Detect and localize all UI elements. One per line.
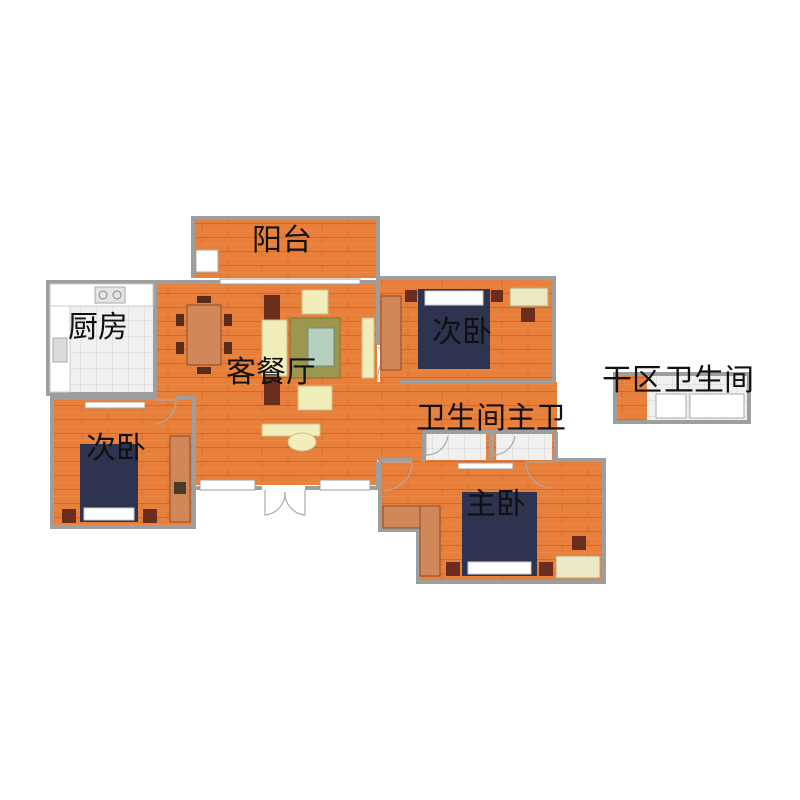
- room-label-bedroom-w: 次卧: [86, 431, 146, 466]
- wardrobe: [380, 295, 402, 371]
- bathtub: [689, 393, 745, 419]
- dining-chair: [176, 314, 184, 326]
- washing-machine: [195, 249, 219, 273]
- chair: [521, 308, 535, 322]
- windows: [84, 278, 514, 491]
- door-swing: [525, 461, 553, 489]
- burner: [112, 290, 122, 300]
- pillow: [467, 561, 532, 575]
- room-label-master-bath: 主卫: [506, 401, 566, 436]
- room-label-bathroom: 卫生间: [416, 401, 506, 436]
- stool: [287, 432, 317, 452]
- armchair: [301, 289, 329, 315]
- coffee-table: [307, 327, 335, 367]
- room-label-toilet: 卫生间: [664, 363, 754, 398]
- wardrobe: [419, 505, 441, 577]
- door-swing: [382, 461, 413, 491]
- room-label-dry-area: 干区: [602, 363, 662, 398]
- nightstand: [446, 562, 460, 576]
- bathroom-floor: [424, 432, 486, 462]
- plant: [174, 482, 186, 494]
- basin: [655, 393, 687, 419]
- window: [457, 462, 514, 470]
- nightstand: [539, 562, 553, 576]
- balcony-wall: [191, 216, 380, 278]
- burner: [98, 290, 108, 300]
- sofa: [261, 319, 288, 377]
- nightstand: [62, 509, 76, 523]
- desk: [382, 505, 421, 529]
- room-label-master-bedroom: 主卧: [466, 487, 526, 522]
- dry-area-floor: [615, 375, 647, 420]
- pillow: [424, 290, 484, 306]
- door-swing: [492, 434, 516, 456]
- dining-chair: [197, 296, 211, 303]
- master-bedroom-wall: [378, 458, 606, 584]
- window: [219, 278, 361, 285]
- bedroom-ne-wall: [378, 276, 556, 382]
- kitchen-wall: [46, 280, 155, 396]
- balcony-floor: [193, 220, 378, 278]
- master-bath-floor: [496, 432, 552, 462]
- room-label-balcony: 阳台: [252, 223, 312, 258]
- console: [261, 423, 321, 437]
- desk: [509, 287, 549, 307]
- room-label-kitchen: 厨房: [68, 310, 128, 345]
- door-swing: [425, 434, 449, 456]
- nightstand: [491, 290, 503, 302]
- dining-chair: [197, 367, 211, 374]
- window: [84, 401, 146, 409]
- armchair: [297, 385, 333, 411]
- pillow: [83, 507, 135, 521]
- window: [319, 479, 371, 491]
- room-label-living-dining: 客餐厅: [226, 355, 316, 390]
- bedroom-w-furniture: [62, 435, 191, 523]
- dining-chair: [176, 342, 184, 354]
- nightstand: [405, 290, 417, 302]
- master-bedroom-furniture: [382, 492, 601, 579]
- dining-table: [186, 304, 222, 366]
- walls: [46, 216, 751, 584]
- vanity: [555, 555, 601, 579]
- window: [199, 479, 256, 491]
- living-furniture: [176, 289, 375, 452]
- door-swing: [154, 399, 177, 425]
- nightstand: [143, 509, 157, 523]
- room-label-bedroom-ne: 次卧: [432, 315, 492, 350]
- dining-chair: [224, 342, 232, 354]
- kitchen-fixtures: [49, 283, 154, 393]
- toilet-wall: [613, 372, 751, 424]
- chair: [572, 536, 586, 550]
- toilet-fixtures: [655, 393, 745, 419]
- side-table: [361, 317, 375, 379]
- wardrobe: [169, 435, 191, 523]
- door-swing: [284, 490, 306, 516]
- bedroom-w-wall: [50, 396, 196, 529]
- dining-chair: [224, 314, 232, 326]
- bedroom-ne-furniture: [380, 287, 549, 371]
- door-swing: [264, 490, 286, 516]
- sink: [52, 337, 68, 363]
